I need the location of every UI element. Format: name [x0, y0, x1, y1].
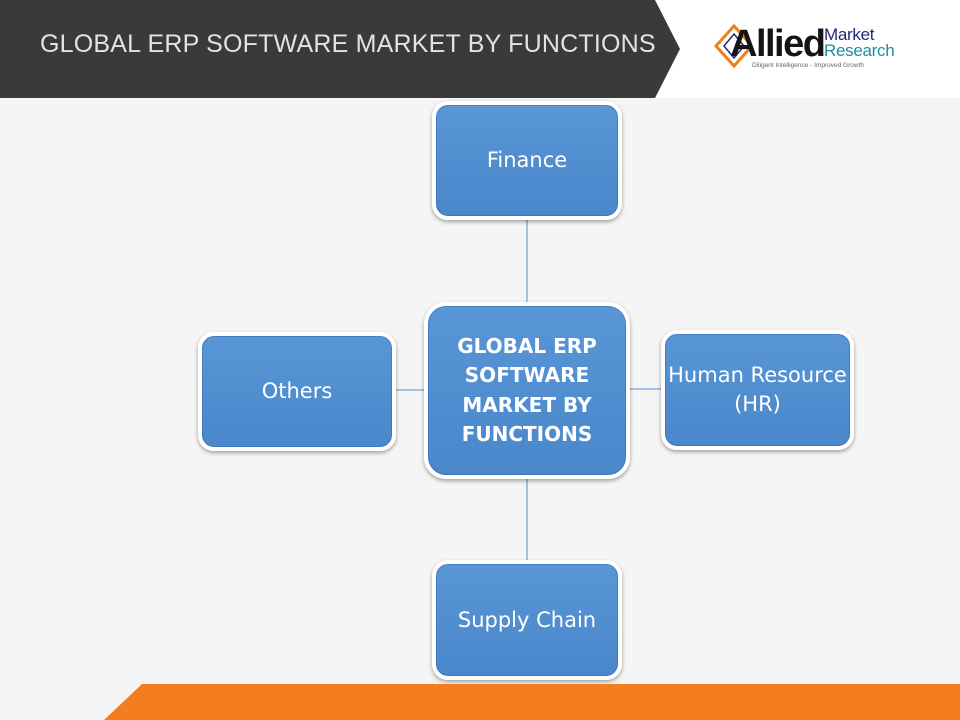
- logo-wordmark-market: Market: [824, 25, 875, 44]
- page-title: GLOBAL ERP SOFTWARE MARKET BY FUNCTIONS: [40, 30, 656, 58]
- node-human-resource: Human Resource (HR): [661, 330, 854, 450]
- node-center-global-erp: GLOBAL ERP SOFTWARE MARKET BY FUNCTIONS: [424, 302, 630, 479]
- node-others: Others: [198, 332, 396, 451]
- logo-tagline: Diligent Intelligence - Improved Growth: [752, 62, 864, 69]
- company-logo: Allied Market Research Diligent Intellig…: [712, 20, 902, 72]
- node-finance: Finance: [432, 101, 622, 220]
- footer-band: [104, 684, 960, 720]
- node-supply-chain: Supply Chain: [432, 560, 622, 680]
- logo-wordmark-research: Research: [824, 41, 895, 60]
- logo-wordmark-allied: Allied: [730, 23, 826, 65]
- logo-diamond-icon: [713, 23, 752, 69]
- header-band: [0, 0, 960, 98]
